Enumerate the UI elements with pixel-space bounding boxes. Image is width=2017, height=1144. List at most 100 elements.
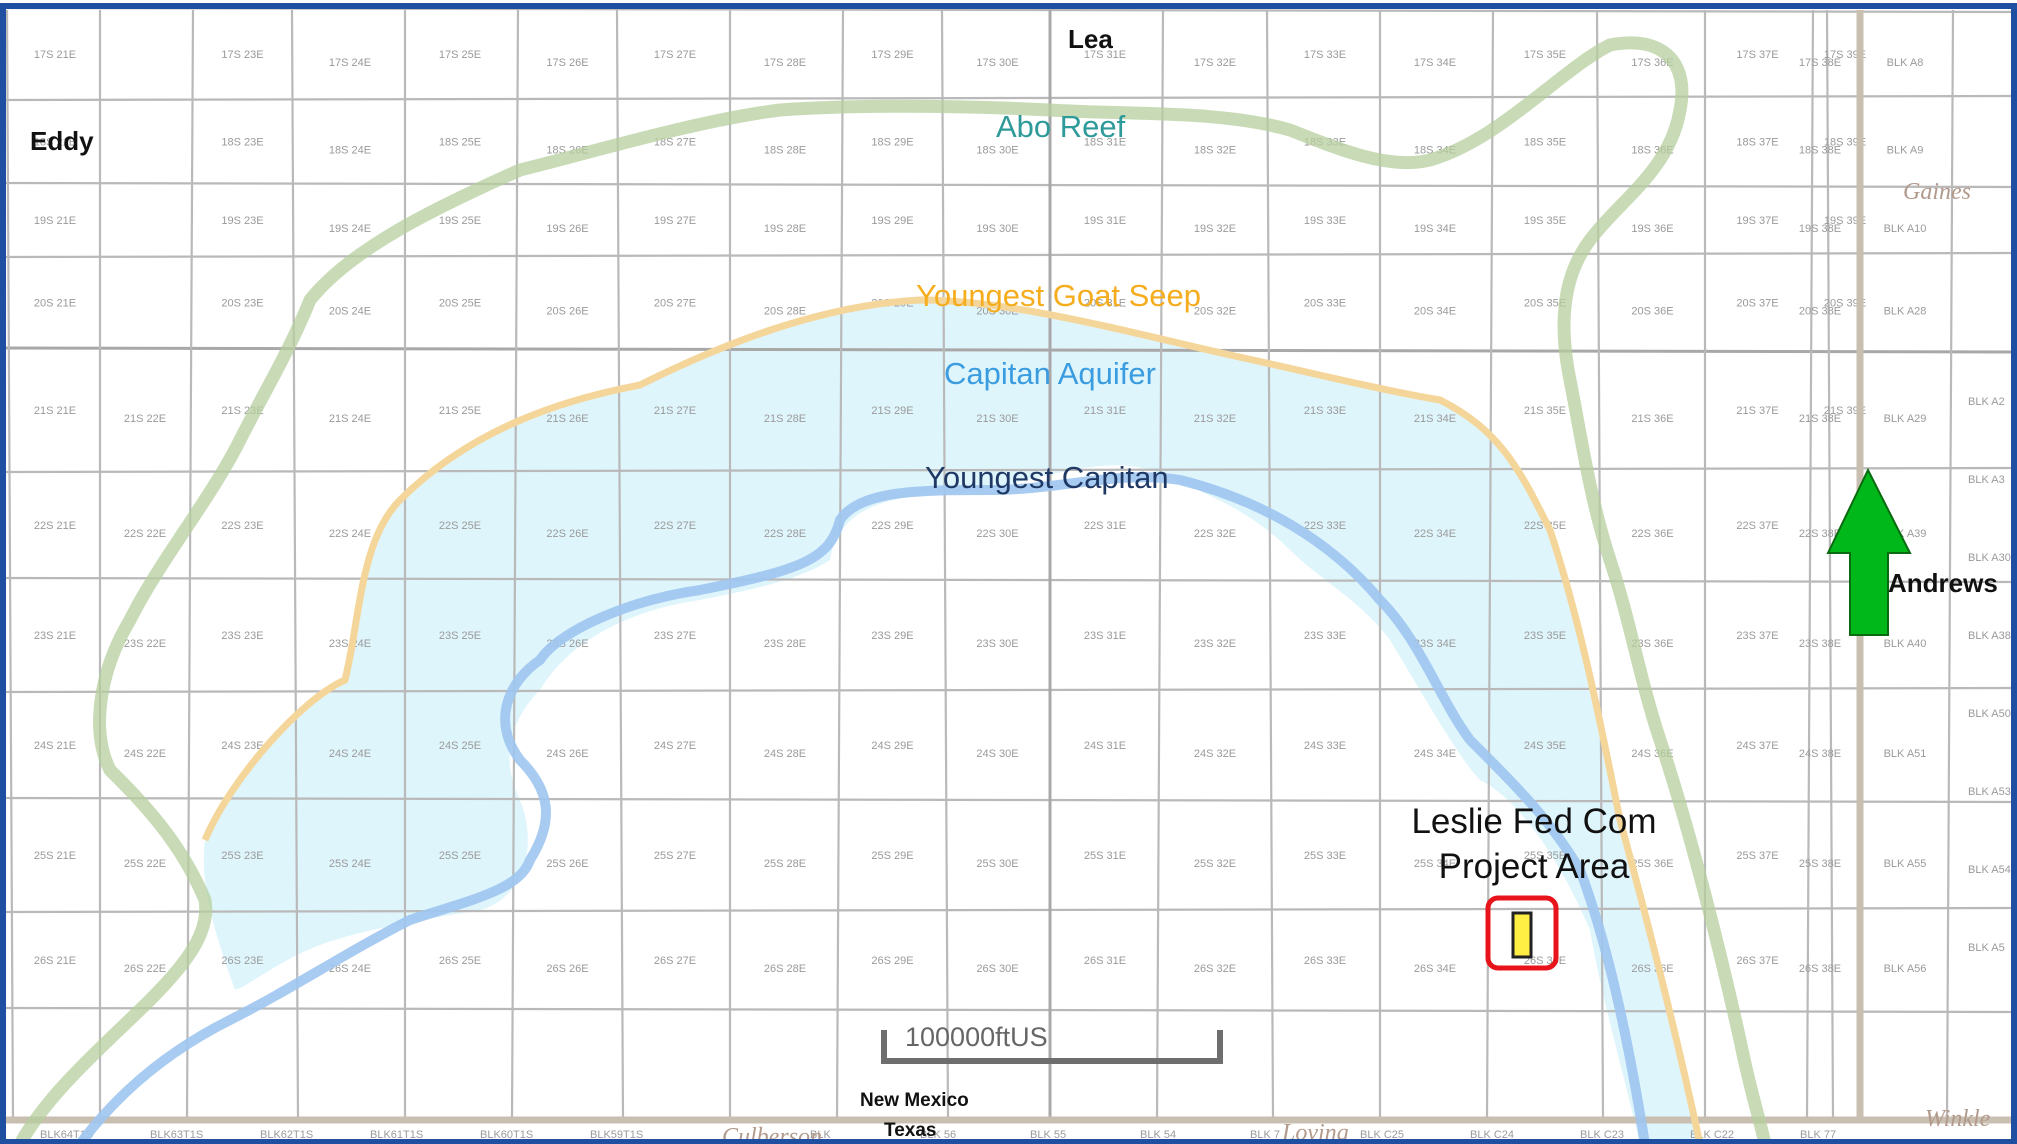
township-label: 22S 30E xyxy=(976,528,1018,540)
township-label: 26S 23E xyxy=(221,955,263,967)
grid-col-line xyxy=(290,9,300,1121)
township-label: 19S 28E xyxy=(764,223,806,235)
right-block-label: BLK A38 xyxy=(1968,630,2011,642)
township-label: 17S 37E xyxy=(1736,49,1778,61)
texas-block-label: BLK61T1S xyxy=(370,1129,423,1141)
grid-row-line xyxy=(0,1006,2017,1014)
township-label: 22S 36E xyxy=(1631,528,1673,540)
township-label: 25S 23E xyxy=(221,850,263,862)
township-label: 24S 21E xyxy=(34,740,76,752)
township-label: 24S 26E xyxy=(546,748,588,760)
township-label: 23S 23E xyxy=(221,630,263,642)
township-label: 25S 26E xyxy=(546,858,588,870)
township-label: 24S 28E xyxy=(764,748,806,760)
township-label: 23S 34E xyxy=(1414,638,1456,650)
project-area-box[interactable] xyxy=(1485,895,1559,971)
township-label: 17S 24E xyxy=(329,57,371,69)
township-label: 25S 24E xyxy=(329,858,371,870)
county-label-andrews: Andrews xyxy=(1888,568,1998,598)
township-label: 17S 29E xyxy=(871,49,913,61)
right-block-label: BLK A5 xyxy=(1968,942,2005,954)
township-label: 26S 21E xyxy=(34,955,76,967)
texas-block-label: BLK62T1S xyxy=(260,1129,313,1141)
township-label: 18S 25E xyxy=(439,137,481,149)
township-label: 26S 27E xyxy=(654,955,696,967)
township-label: 22S 22E xyxy=(124,528,166,540)
township-label: 23S 31E xyxy=(1084,630,1126,642)
township-label: 19S 24E xyxy=(329,223,371,235)
township-label: BLK A51 xyxy=(1884,748,1927,760)
township-label: 18S 28E xyxy=(764,145,806,157)
township-label: 22S 37E xyxy=(1736,520,1778,532)
township-label: 23S 36E xyxy=(1631,638,1673,650)
township-label: 19S 37E xyxy=(1736,215,1778,227)
township-label: BLK A8 xyxy=(1887,57,1924,69)
project-area-marker[interactable] xyxy=(1511,911,1533,959)
township-label: 17S 33E xyxy=(1304,49,1346,61)
township-label: 23S 37E xyxy=(1736,630,1778,642)
township-label: 26S 34E xyxy=(1414,963,1456,975)
capitan-aquifer-label: Capitan Aquifer xyxy=(944,356,1156,391)
township-label: 23S 32E xyxy=(1194,638,1236,650)
youngest-capitan-label: Youngest Capitan xyxy=(925,460,1169,495)
township-label: 17S 27E xyxy=(654,49,696,61)
township-label: BLK A29 xyxy=(1884,413,1927,425)
township-label: 21S 35E xyxy=(1524,405,1566,417)
township-label: 24S 30E xyxy=(976,748,1018,760)
township-label: 22S 28E xyxy=(764,528,806,540)
township-label: 25S 21E xyxy=(34,850,76,862)
north-arrow-icon xyxy=(1826,467,1912,636)
township-label: 20S 37E xyxy=(1736,298,1778,310)
texas-block-label: BLK59T1S xyxy=(590,1129,643,1141)
texas-block-label: BLK 56 xyxy=(920,1129,956,1141)
township-label: 25S 33E xyxy=(1304,850,1346,862)
county-label-winkler: Winkle xyxy=(1925,1106,1991,1132)
township-label: 24S 31E xyxy=(1084,740,1126,752)
township-label: 20S 32E xyxy=(1194,306,1236,318)
township-label: 17S 30E xyxy=(976,57,1018,69)
grid-col-line xyxy=(615,9,625,1121)
township-label: 22S 32E xyxy=(1194,528,1236,540)
township-label: 19S 30E xyxy=(976,223,1018,235)
township-label: 17S 31E xyxy=(1084,49,1126,61)
township-label: 23S 27E xyxy=(654,630,696,642)
township-label: 25S 36E xyxy=(1631,858,1673,870)
township-label: 26S 26E xyxy=(546,963,588,975)
township-label: 20S 25E xyxy=(439,298,481,310)
grid-row-line xyxy=(0,181,2017,189)
township-label: 21S 22E xyxy=(124,413,166,425)
township-label: 25S 25E xyxy=(439,850,481,862)
township-label: 21S 25E xyxy=(439,405,481,417)
township-label: 26S 33E xyxy=(1304,955,1346,967)
township-label: 26S 22E xyxy=(124,963,166,975)
township-label: 19S 27E xyxy=(654,215,696,227)
township-label: 21S 37E xyxy=(1736,405,1778,417)
township-label: 23S 22E xyxy=(124,638,166,650)
township-label: 21S 26E xyxy=(546,413,588,425)
grid-row-line xyxy=(0,686,2017,694)
township-label: 26S 31E xyxy=(1084,955,1126,967)
township-label: 17S 25E xyxy=(439,49,481,61)
grid-col-line xyxy=(5,9,15,1121)
county-label-gaines: Gaines xyxy=(1903,179,1971,205)
township-label: 25S 27E xyxy=(654,850,696,862)
township-label: 17S 32E xyxy=(1194,57,1236,69)
township-label: 21S 36E xyxy=(1631,413,1673,425)
township-label: 24S 24E xyxy=(329,748,371,760)
township-label: 23S 30E xyxy=(976,638,1018,650)
township-label: 19S 23E xyxy=(221,215,263,227)
township-label: 18S 24E xyxy=(329,145,371,157)
township-label: 24S 34E xyxy=(1414,748,1456,760)
township-label: 23S 33E xyxy=(1304,630,1346,642)
township-label: 21S 33E xyxy=(1304,405,1346,417)
township-label: 17S 38E xyxy=(1799,57,1841,69)
grid-col-line xyxy=(510,9,520,1121)
township-label: 17S 23E xyxy=(221,49,263,61)
township-label: 22S 33E xyxy=(1304,520,1346,532)
township-label: 26S 29E xyxy=(871,955,913,967)
township-label: BLK A55 xyxy=(1884,858,1927,870)
texas-block-label: BLK C24 xyxy=(1470,1129,1514,1141)
